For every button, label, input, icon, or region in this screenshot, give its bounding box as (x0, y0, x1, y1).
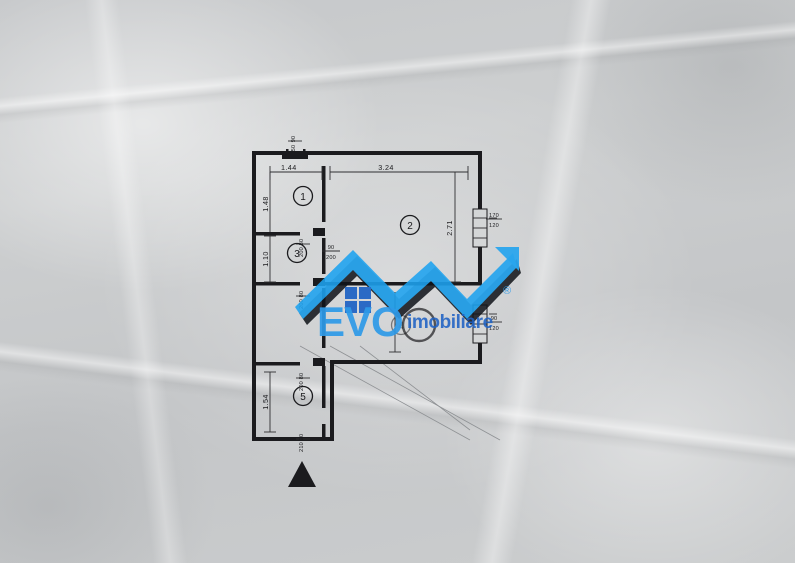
svg-text:90: 90 (299, 434, 305, 441)
room-number-5: 5 (292, 385, 314, 407)
svg-text:120: 120 (489, 223, 499, 229)
svg-text:200: 200 (299, 299, 305, 309)
room-number-1: 1 (292, 185, 314, 207)
svg-text:90: 90 (291, 136, 297, 143)
north-arrow-triangle (288, 461, 316, 487)
svg-text:170: 170 (489, 213, 499, 219)
svg-text:4: 4 (398, 321, 404, 332)
svg-text:90: 90 (328, 245, 335, 251)
room-number-4: 4 (390, 314, 412, 336)
dim-room5-height: 1.54 (261, 394, 270, 410)
dim-room3-height: 1.10 (261, 251, 270, 267)
svg-text:90: 90 (491, 316, 498, 322)
svg-text:80: 80 (299, 291, 305, 298)
dim-room2-height: 2.71 (445, 220, 454, 236)
svg-text:3: 3 (294, 249, 300, 260)
svg-text:120: 120 (489, 326, 499, 332)
door-reveals (282, 149, 308, 159)
exterior-walls (252, 151, 482, 441)
svg-text:2: 2 (407, 221, 413, 232)
svg-text:5: 5 (300, 392, 306, 403)
svg-text:210: 210 (299, 442, 305, 452)
svg-text:80: 80 (299, 239, 305, 246)
dim-room1-height: 1.48 (261, 196, 270, 212)
opening-label-window-right-upper: 170 120 (486, 213, 502, 229)
opening-label-entry-door-top: 90 50 (288, 136, 302, 152)
opening-label-door-hall-lower: 80 200 (296, 291, 310, 309)
window-right-upper (472, 208, 488, 248)
svg-text:200: 200 (326, 255, 336, 261)
svg-text:200: 200 (299, 247, 305, 257)
dim-room1-width: 1.44 (281, 163, 297, 172)
room-number-2: 2 (399, 214, 421, 236)
dimension-lines (264, 166, 497, 433)
dim-room2-width: 3.24 (378, 163, 394, 172)
interior-walls (256, 166, 482, 441)
opening-label-window-right-lower: 90 120 (486, 316, 502, 332)
svg-text:50: 50 (291, 145, 297, 152)
svg-text:80: 80 (299, 373, 305, 380)
opening-label-door-room5-bottom: 90 210 (296, 434, 310, 452)
svg-text:1: 1 (300, 192, 306, 203)
window-right-lower (472, 304, 488, 344)
